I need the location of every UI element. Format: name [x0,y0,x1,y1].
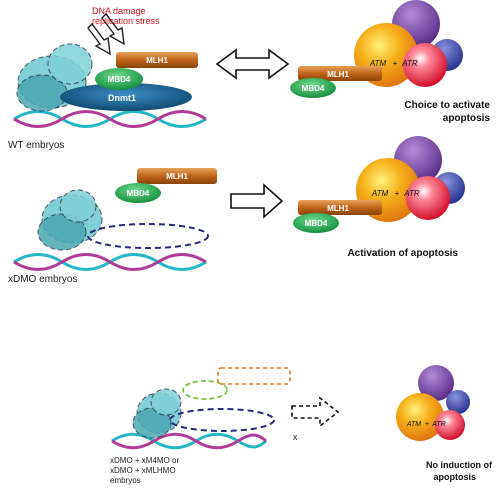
panel-wt: Dnmt1 MBD4 MLH1 DNA damage replication s… [8,0,490,151]
plus-label: + [425,421,429,428]
mbd4-protein [95,68,143,90]
mbd4-protein-right-xdmo [293,213,339,233]
panel-knockdown: xDMO + xM4MO or xDMO + xMLHMO embryos x … [110,365,493,485]
atr-label: ATR [403,189,420,198]
outcome-wt-line2: apoptosis [443,113,491,124]
mbd4-absent-outline [182,380,228,400]
mlh1-absent-outline [217,367,291,385]
damage-label-line1: DNA damage [92,6,146,16]
blue-protein [446,390,470,414]
mbd4-label-xdmo: MBD4 [127,189,150,198]
plus-label: + [393,59,398,68]
mlh1-label-right: MLH1 [327,70,349,79]
dna-helix-knockdown [111,432,267,450]
atm-protein [396,393,444,441]
atr-label: ATR [431,421,445,428]
mlh1-protein-right-xdmo [298,200,382,215]
damage-label-line2: replication stress [92,16,160,26]
blocked-mark: x [293,432,298,442]
plus-label: + [395,189,400,198]
atr-protein [406,176,450,220]
mlh1-label-right-xdmo: MLH1 [327,204,349,213]
outcome-xdmo: Activation of apoptosis [347,248,458,259]
dnmt1-absent-outline [169,408,275,432]
chromatin-wt [16,43,93,112]
chromatin-knockdown [132,388,182,439]
atm-label: ATM [406,421,421,428]
single-arrow [230,183,284,219]
mlh1-label: MLH1 [146,56,168,65]
purple-protein [418,365,454,401]
caption-xdmo: xDMO embryos [8,274,77,285]
chromatin-xdmo [37,189,103,251]
atr-label: ATR [401,59,418,68]
dna-helix-wt [13,110,207,128]
dnmt1-protein [60,83,192,111]
atr-protein [435,410,465,440]
mlh1-protein [116,52,198,68]
atm-label: ATM [371,189,389,198]
mlh1-protein-right [298,66,382,81]
mbd4-label-right: MBD4 [302,84,325,93]
panel-xdmo: MLH1 MBD4 xDMO embryos ATM + ATR MLH1 MB… [8,136,465,285]
atm-label: ATM [369,59,387,68]
damage-arrows [87,12,125,56]
mlh1-protein-xdmo [137,168,217,184]
mbd4-label-right-xdmo: MBD4 [305,219,328,228]
mbd4-protein-xdmo [115,183,161,203]
caption-knockdown-line3: embryos [110,476,141,485]
outcome-knockdown-line2: apoptosis [433,472,476,482]
double-arrow [215,48,290,80]
outcome-knockdown-line1: No induction of [426,460,493,470]
caption-knockdown-line2: xDMO + xMLHMO [110,466,176,475]
dna-helix-xdmo [13,253,207,271]
dnmt1-label: Dnmt1 [108,93,136,103]
apoptosis-complex-knockdown: ATM + ATR [396,365,470,441]
dnmt1-absent-outline [87,223,209,249]
caption-knockdown-line1: xDMO + xM4MO or [110,456,179,465]
mbd4-protein-right [290,78,336,98]
blocked-arrow [291,396,340,428]
outcome-wt-line1: Choice to activate [404,100,490,111]
caption-wt: WT embryos [8,140,65,151]
mbd4-label: MBD4 [108,75,131,84]
atr-protein [403,43,447,87]
mlh1-label-xdmo: MLH1 [166,172,188,181]
